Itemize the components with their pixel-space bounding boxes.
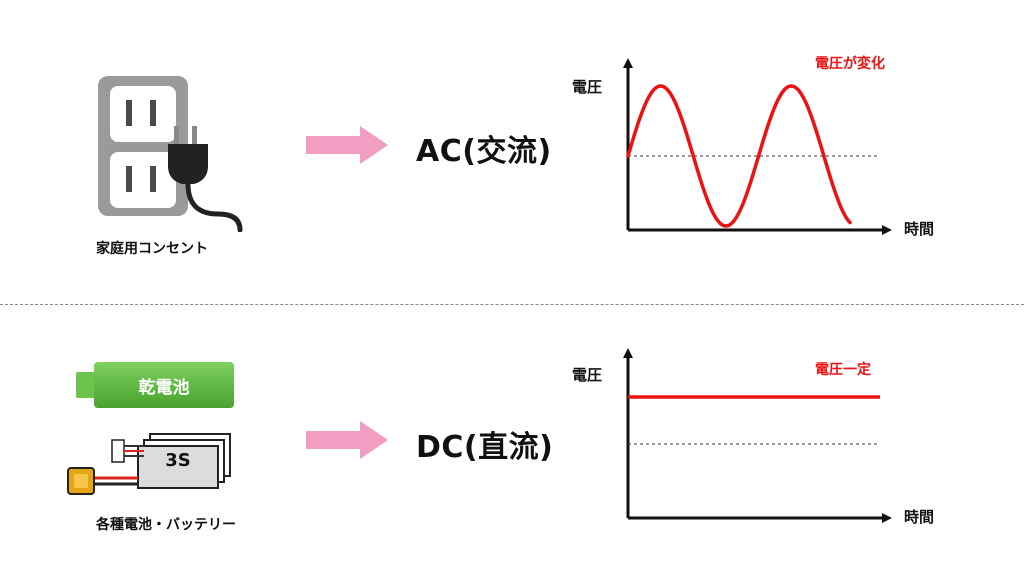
ac-sine-series xyxy=(626,84,852,228)
dry-battery-badge: 乾電池 xyxy=(94,362,234,408)
outlet-caption: 家庭用コンセント xyxy=(96,241,208,257)
ac-chart-note: 電圧が変化 xyxy=(815,55,885,72)
battery-pack-icon xyxy=(67,433,231,495)
dc-chart-note: 電圧一定 xyxy=(815,361,871,378)
dc-x-axis-arrowhead xyxy=(882,513,892,523)
battery-cap-icon xyxy=(76,372,94,398)
dc-label: DC(直流) xyxy=(416,430,554,465)
dc-x-axis-label: 時間 xyxy=(904,508,934,526)
ac-x-axis-arrowhead xyxy=(882,225,892,235)
battery-caption: 各種電池・バッテリー xyxy=(96,517,236,533)
arrow-right-icon xyxy=(306,126,388,164)
ac-label: AC(交流) xyxy=(416,134,552,169)
dc-chart: 電圧 時間 電圧一定 xyxy=(572,348,934,526)
dc-y-axis-arrowhead xyxy=(623,348,633,358)
ac-chart: 電圧 時間 電圧が変化 xyxy=(572,55,934,238)
dc-y-axis-label: 電圧 xyxy=(572,366,602,384)
ac-x-axis-label: 時間 xyxy=(904,220,934,238)
battery-pack-label: 3S xyxy=(165,450,191,471)
arrow-right-icon xyxy=(306,421,388,459)
wall-outlet-icon xyxy=(98,76,243,232)
section-divider xyxy=(0,304,1024,305)
ac-y-axis-label: 電圧 xyxy=(572,78,602,96)
ac-y-axis-arrowhead xyxy=(623,58,633,68)
